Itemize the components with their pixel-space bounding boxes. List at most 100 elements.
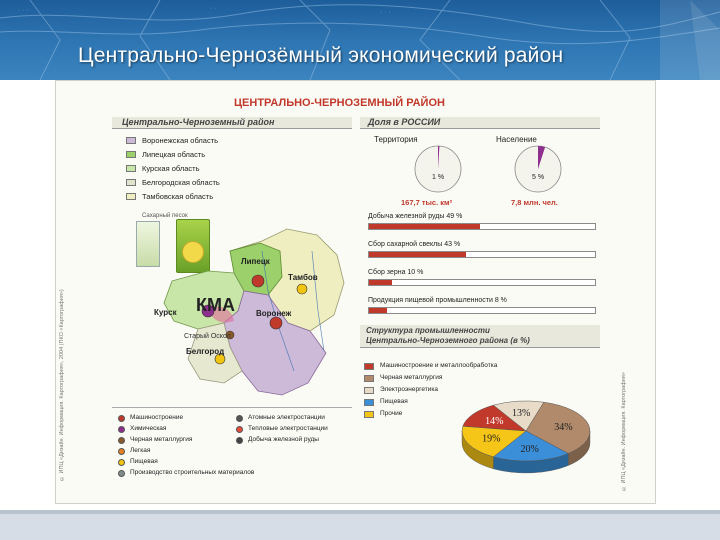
map-city-marker-tambov (296, 283, 308, 295)
legend-label-metallurgy: Черная металлургия (130, 436, 193, 443)
legend-chip-lipetsk (126, 151, 136, 158)
share-bar-fill (369, 252, 467, 257)
territory-pie-slice (438, 146, 440, 169)
legend-label-nuclear: Атомные электростанции (248, 414, 325, 421)
structure-label-machinery: Машиностроение и металлообработка (380, 362, 498, 369)
structure-label-food: Пищевая (380, 398, 408, 405)
legend-label-lipetsk: Липецкая область (142, 150, 206, 159)
pie-slice (461, 426, 527, 458)
structure-chip-other (364, 411, 374, 418)
share-bar-fill (369, 308, 388, 313)
structure-chip-food (364, 399, 374, 406)
poster: © ИПЦ «Дизайн. Информация. Картография»,… (55, 80, 656, 504)
map-legend-divider (112, 407, 352, 408)
legend-label-light: Легкая (130, 447, 151, 454)
slide-title: Центрально-Чернозёмный экономический рай… (78, 44, 564, 67)
structure-label-metallurgy: Черная металлургия (380, 374, 443, 381)
legend-chip-belgorod (126, 179, 136, 186)
legend-dot-machinery (118, 415, 125, 422)
svg-text:· · ·: · · · (380, 9, 391, 16)
population-pie (514, 145, 562, 193)
legend-dot-metallurgy (118, 437, 125, 444)
population-value: 7,8 млн. чел. (511, 198, 558, 207)
map-label-kursk: Курск (154, 308, 177, 317)
legend-label-machinery: Машиностроение (130, 414, 184, 421)
share-bar-label-grain: Сбор зерна 10 % (368, 269, 424, 276)
pie-slice (492, 430, 569, 462)
map-city-marker-lipetsk (251, 274, 265, 288)
pie-slice (525, 401, 591, 454)
map-kma-area (208, 306, 234, 323)
territory-pie (414, 145, 462, 193)
legend-dot-iron-ore (236, 437, 243, 444)
share-bar-fill (369, 224, 480, 229)
legend-chip-tambov (126, 193, 136, 200)
share-section-title: Доля в РОССИИ (368, 117, 441, 127)
map-city-marker-stary-oskol (225, 330, 235, 340)
map-label-kma: КМА (196, 295, 235, 315)
population-pie-slice (538, 146, 546, 169)
map-city-marker-kursk (201, 304, 215, 318)
legend-dot-food (118, 459, 125, 466)
footer-stripe (0, 510, 720, 514)
share-bar-sugar-beet (368, 251, 596, 258)
share-bar-label-iron-ore: Добыча железной руды 49 % (368, 213, 463, 220)
legend-dot-nuclear (236, 415, 243, 422)
share-section-bar (360, 117, 600, 129)
legend-label-construction: Производство строительных материалов (130, 469, 255, 476)
legend-label-belgorod: Белгородская область (142, 178, 220, 187)
structure-label-power: Электроэнергетика (380, 386, 438, 393)
population-percent: 5 % (532, 174, 545, 181)
sugar-box-fruit (182, 241, 204, 263)
region-map (163, 228, 345, 396)
legend-label-kursk: Курская область (142, 164, 200, 173)
region-section-title: Центрально-Черноземный район (122, 117, 275, 127)
side-copyright-right: © ИПЦ «Дизайн. Информация. Картография» (621, 372, 627, 491)
legend-label-thermal: Тепловые электростанции (248, 425, 328, 432)
legend-label-food: Пищевая (130, 458, 158, 465)
structure-title-line1: Структура промышленности (366, 326, 490, 335)
slide-header: · · ·· ·· · · Центрально-Чернозёмный эко… (0, 0, 720, 80)
legend-chip-kursk (126, 165, 136, 172)
map-label-tambov: Тамбов (288, 273, 318, 282)
map-city-marker-belgorod (214, 353, 226, 365)
legend-label-iron-ore: Добыча железной руды (248, 436, 319, 443)
structure-title-line2: Центрально-Черноземного района (в %) (366, 336, 530, 345)
pie-value-label: 14% (485, 416, 503, 427)
map-label-belgorod: Белгород (186, 347, 225, 356)
region-section-bar (112, 117, 352, 129)
map-label-lipetsk: Липецк (241, 257, 270, 266)
legend-label-voronezh: Воронежская область (142, 136, 219, 145)
pie-value-label: 13% (512, 408, 530, 419)
population-label: Население (496, 135, 537, 144)
legend-chip-voronezh (126, 137, 136, 144)
pie-value-label: 20% (520, 444, 538, 455)
structure-section-bar (360, 325, 600, 348)
svg-text:· · ·: · · · (18, 7, 29, 14)
pie-slice (462, 404, 527, 432)
share-bar-iron-ore (368, 223, 596, 230)
product-label: Сахарный песок (142, 213, 188, 219)
share-bar-fill (369, 280, 392, 285)
legend-label-tambov: Тамбовская область (142, 192, 214, 201)
poster-main-title: ЦЕНТРАЛЬНО-ЧЕРНОЗЕМНЫЙ РАЙОН (234, 97, 445, 109)
map-label-voronezh: Воронеж (256, 309, 292, 318)
header-map-texture: · · ·· ·· · · (0, 0, 720, 80)
pie-value-label: 34% (554, 422, 572, 433)
territory-label: Территория (374, 135, 418, 144)
legend-dot-thermal (236, 426, 243, 433)
share-bar-label-sugar-beet: Сбор сахарной свеклы 43 % (368, 241, 461, 248)
territory-percent: 1 % (432, 174, 445, 181)
structure-chip-machinery (364, 363, 374, 370)
pie-value-label: 19% (482, 434, 500, 445)
structure-label-other: Прочие (380, 410, 403, 417)
sugar-pack-image (136, 221, 160, 267)
share-bar-grain (368, 279, 596, 286)
structure-pie-chart: 14% 13% 34% 20% 19% (461, 400, 591, 474)
legend-label-chemical: Химическая (130, 425, 167, 432)
legend-dot-chemical (118, 426, 125, 433)
legend-dot-construction (118, 470, 125, 477)
share-bar-food-industry (368, 307, 596, 314)
slide-footer (0, 510, 720, 540)
territory-value: 167,7 тыс. км² (401, 198, 453, 207)
